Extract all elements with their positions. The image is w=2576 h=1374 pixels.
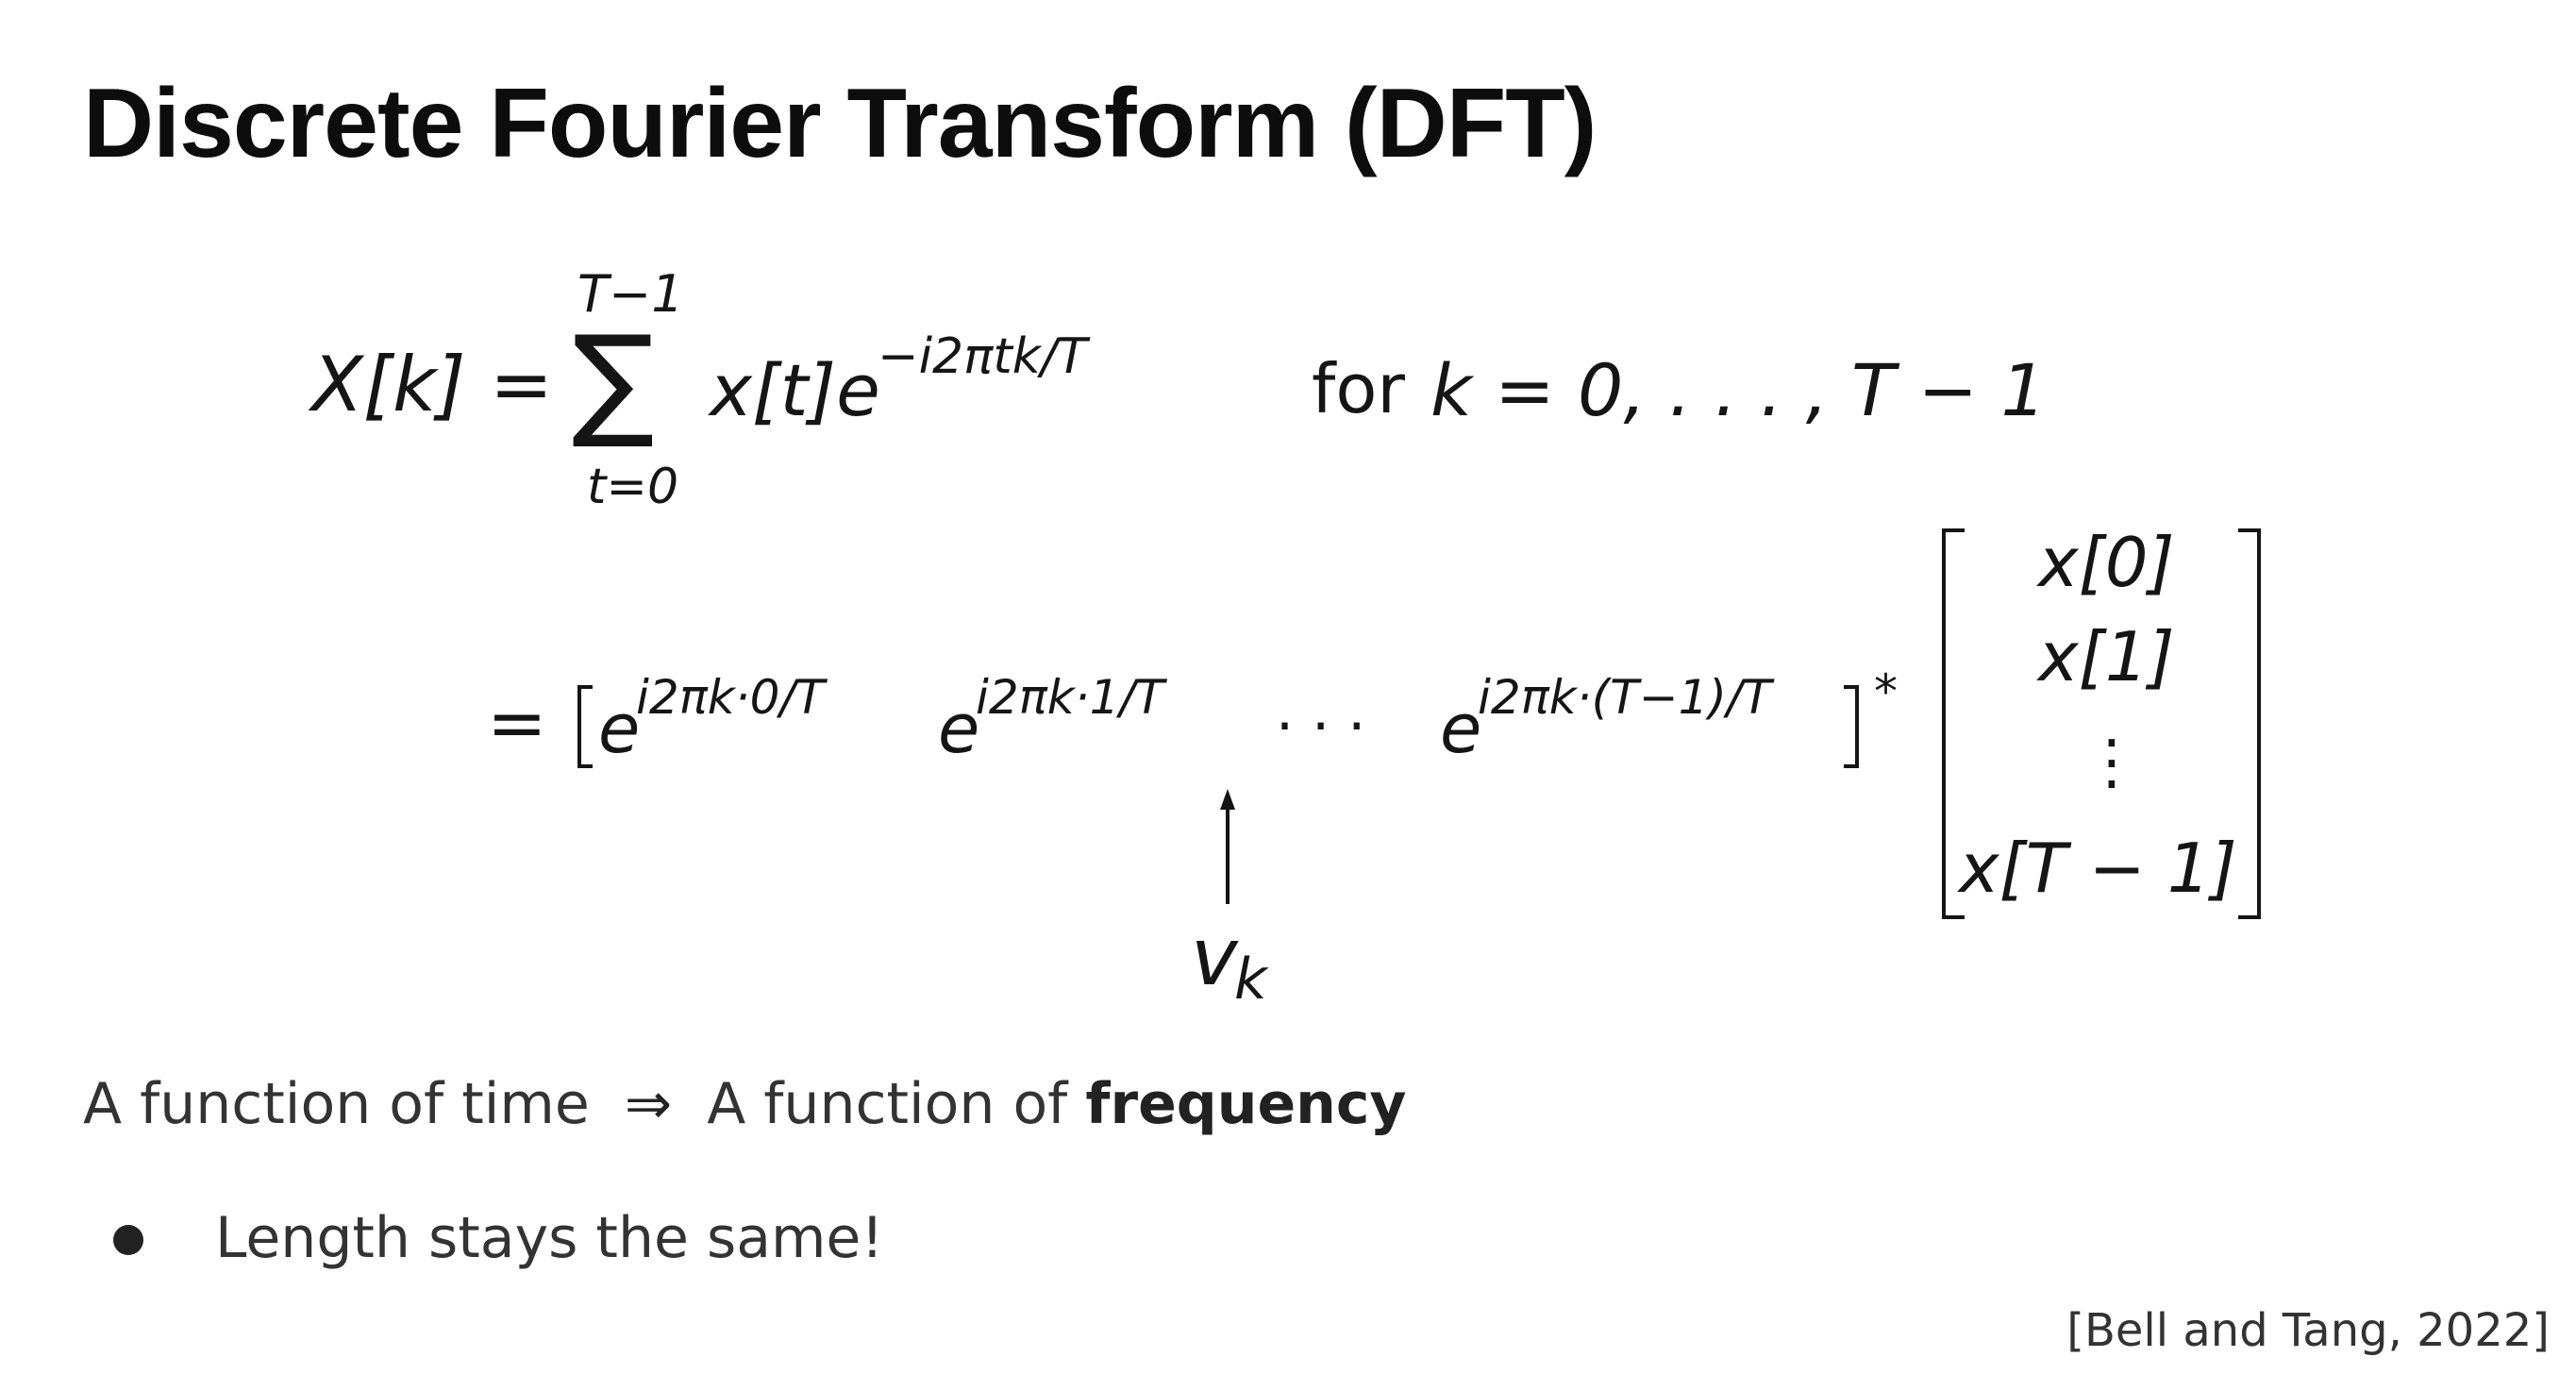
slide-title: Discrete Fourier Transform (DFT) [83,69,1597,178]
conjugate-transpose-mark: * [1874,664,1898,719]
implies-arrow: ⇒ [624,1071,673,1137]
frequency-word: frequency [1085,1071,1407,1137]
for-word: for [1312,349,1405,428]
column-vector-entry-1: x[1] [2038,617,2175,696]
summand: x[t]e [710,348,880,432]
bullet-text: Length stays the same! [215,1205,884,1271]
time-to-frequency-line: A function of time ⇒ A function of frequ… [83,1076,1407,1132]
dft-lhs: X[k] = [311,341,554,428]
second-line-equals: = [487,680,547,764]
time-to-frequency-after: A function of [707,1071,1068,1137]
row-vector-ellipsis: · · · [1276,694,1366,760]
vk-subscript: k [1234,947,1267,1013]
vk-label: v [1191,911,1238,1003]
column-vector-left-bracket [1942,528,1965,919]
row-vector-entry-0-base: e [598,689,641,768]
column-vector-entry-last: x[T − 1] [1959,829,2237,908]
row-vector-left-bracket [577,685,593,768]
sum-lower-limit: t=0 [587,459,679,515]
column-vector-vdots: ⋮ [2082,728,2142,797]
bullet-icon [113,1225,143,1255]
summation-symbol: ∑ [572,309,655,452]
column-vector-right-bracket [2238,528,2261,919]
column-vector-entry-0: x[0] [2038,523,2175,602]
sum-upper-limit: T−1 [577,264,684,324]
row-vector-entry-last-exponent: i2πk·(T−1)/T [1478,670,1772,725]
k-range: k = 0, . . . , T − 1 [1430,348,2047,432]
time-to-frequency-before: A function of time [83,1071,590,1137]
row-vector-entry-0-exponent: i2πk·0/T [636,670,825,725]
row-vector-entry-last-base: e [1440,689,1482,768]
row-vector-entry-1-base: e [938,689,980,768]
citation: [Bell and Tang, 2022] [2066,1304,2550,1357]
vk-arrow-head [1220,789,1235,810]
summand-exponent: −i2πtk/T [878,328,1088,385]
row-vector-entry-1-exponent: i2πk·1/T [976,670,1164,725]
row-vector-right-bracket [1844,685,1859,768]
